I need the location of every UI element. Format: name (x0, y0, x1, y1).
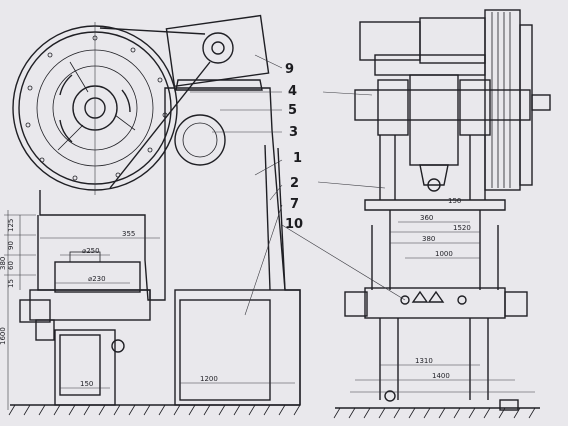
ground-left (8, 404, 301, 416)
dim-1000: 1000 (435, 250, 453, 258)
dim-380-right: 380 (422, 235, 435, 243)
bolster (344, 287, 528, 402)
side-view (4, 14, 301, 416)
flywheel (12, 22, 178, 195)
dim-1200: 1200 (200, 375, 218, 383)
top-drive (359, 9, 551, 191)
dim-150-square: 150 (80, 380, 93, 388)
left-dimension-lines (4, 210, 295, 410)
dim-380-left: 380 (0, 257, 7, 270)
dim-355: 355 (122, 230, 135, 238)
callout-1: 1 (293, 151, 302, 166)
right-dimension-lines (350, 221, 535, 393)
gear (174, 114, 226, 166)
callout-4: 4 (288, 84, 297, 99)
dim-1310: 1310 (415, 357, 433, 365)
dimension-labels: 355 ⌀250 ⌀230 125 90 380 60 15 1600 150 … (0, 197, 471, 388)
dim-230: ⌀230 (88, 275, 106, 283)
dim-125: 125 (7, 219, 15, 232)
columns (364, 135, 506, 290)
callout-7: 7 (290, 197, 299, 212)
press-frame (19, 87, 301, 406)
callout-3: 3 (289, 125, 298, 140)
dim-90: 90 (7, 241, 15, 250)
dim-1600: 1600 (0, 327, 7, 345)
dim-1520: 1520 (453, 224, 471, 232)
callout-2: 2 (290, 176, 299, 191)
callout-labels: 9 4 5 3 1 2 7 10 (285, 62, 303, 232)
dim-1400: 1400 (432, 372, 450, 380)
crown (354, 54, 531, 192)
ground-right (333, 399, 540, 419)
dim-360: 360 (420, 214, 433, 222)
callout-leaders (190, 54, 406, 316)
dim-15: 15 (7, 279, 15, 288)
dim-150-top: 150 (448, 197, 461, 205)
callout-9: 9 (285, 62, 294, 77)
motor (99, 14, 270, 189)
front-view (333, 9, 551, 419)
dim-250: ⌀250 (82, 247, 100, 255)
callout-5: 5 (288, 103, 297, 118)
callout-10: 10 (285, 217, 303, 232)
dim-60: 60 (7, 261, 15, 270)
